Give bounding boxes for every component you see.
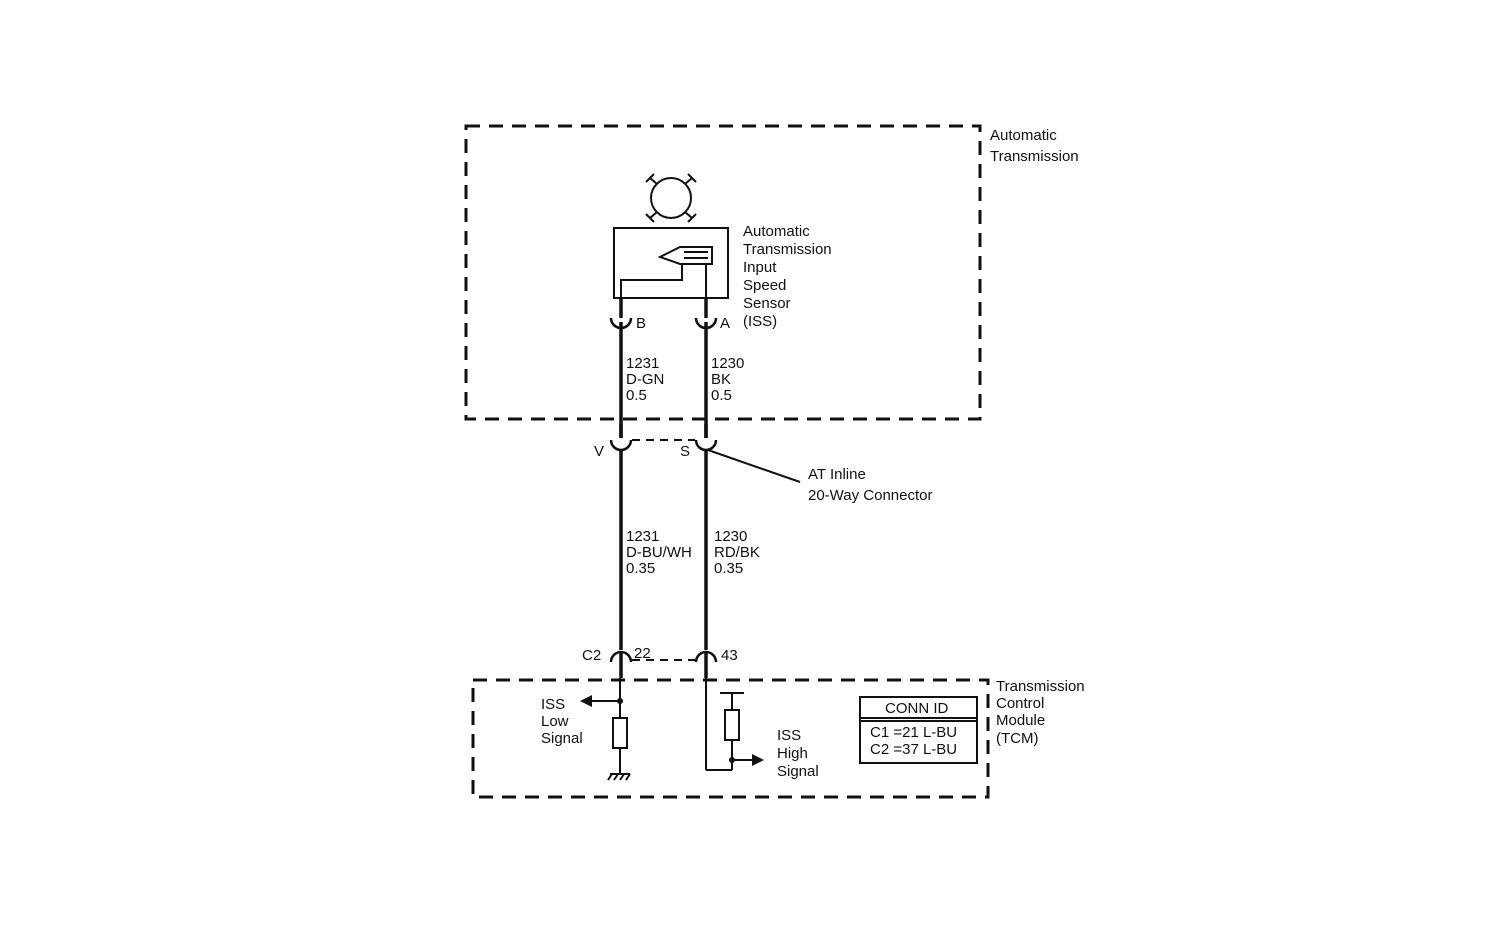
iss-low-label-3: Signal xyxy=(541,730,583,747)
iss-high-label-1: ISS xyxy=(777,727,801,744)
iss-high-label-2: High xyxy=(777,745,808,762)
automatic-transmission-boundary xyxy=(464,124,982,421)
automatic-transmission-label-2: Transmission xyxy=(990,148,1079,165)
conn-id-box xyxy=(859,696,978,764)
wire-1230-upper-color: BK xyxy=(711,371,731,388)
tcm-label-2: Control xyxy=(996,695,1044,712)
inline-connector-label-2: 20-Way Connector xyxy=(808,487,933,504)
tcm-label-1: Transmission xyxy=(996,678,1085,695)
iss-sensor-label-3: Input xyxy=(743,259,777,276)
wire-1231-upper-color: D-GN xyxy=(626,371,664,388)
conn-id-title: CONN ID xyxy=(885,700,949,717)
wire-1230-lower-color: RD/BK xyxy=(714,544,760,561)
iss-sensor-label-1: Automatic xyxy=(743,223,810,240)
inline-connector-label-1: AT Inline xyxy=(808,466,866,483)
wire-1230-upper-circuit: 1230 xyxy=(711,355,744,372)
wire-1230-upper-size: 0.5 xyxy=(711,387,732,404)
sensor-pin-b-label: B xyxy=(636,315,646,332)
wire-1231-upper-size: 0.5 xyxy=(626,387,647,404)
tcm-boundary xyxy=(471,678,990,799)
tcm-connector-pin-43: 43 xyxy=(721,647,738,664)
wire-1231-lower-color: D-BU/WH xyxy=(626,544,692,561)
iss-sensor-label-4: Speed xyxy=(743,277,786,294)
tcm-connector xyxy=(609,650,718,678)
wire-1231-lower-size: 0.35 xyxy=(626,560,655,577)
wire-1231-upper-circuit: 1231 xyxy=(626,355,659,372)
wire-1231-lower-circuit: 1231 xyxy=(626,528,659,545)
iss-low-label-1: ISS xyxy=(541,696,565,713)
inline-connector-pin-s: S xyxy=(680,443,690,460)
ground-icon xyxy=(607,773,631,781)
iss-high-label-3: Signal xyxy=(777,763,819,780)
iss-high-circuit xyxy=(705,678,764,771)
wire-1230-lower-circuit: 1230 xyxy=(714,528,747,545)
conn-id-row-2: C2 =37 L-BU xyxy=(870,741,957,758)
tcm-connector-id: C2 xyxy=(582,647,601,664)
wire-1230-lower-size: 0.35 xyxy=(714,560,743,577)
sensor-pin-a-label: A xyxy=(720,315,730,332)
sensor-symbol-icon xyxy=(645,173,697,223)
automatic-transmission-label-1: Automatic xyxy=(990,127,1057,144)
iss-sensor-label-2: Transmission xyxy=(743,241,832,258)
iss-sensor-label-6: (ISS) xyxy=(743,313,777,330)
inline-connector-pin-v: V xyxy=(594,443,604,460)
tcm-connector-pin-22: 22 xyxy=(634,645,651,662)
iss-sensor-label-5: Sensor xyxy=(743,295,791,312)
tcm-label-4: (TCM) xyxy=(996,730,1038,747)
iss-low-circuit xyxy=(580,678,628,774)
iss-sensor-box xyxy=(613,227,729,299)
conn-id-row-1: C1 =21 L-BU xyxy=(870,724,957,741)
tcm-label-3: Module xyxy=(996,712,1045,729)
iss-low-label-2: Low xyxy=(541,713,569,730)
